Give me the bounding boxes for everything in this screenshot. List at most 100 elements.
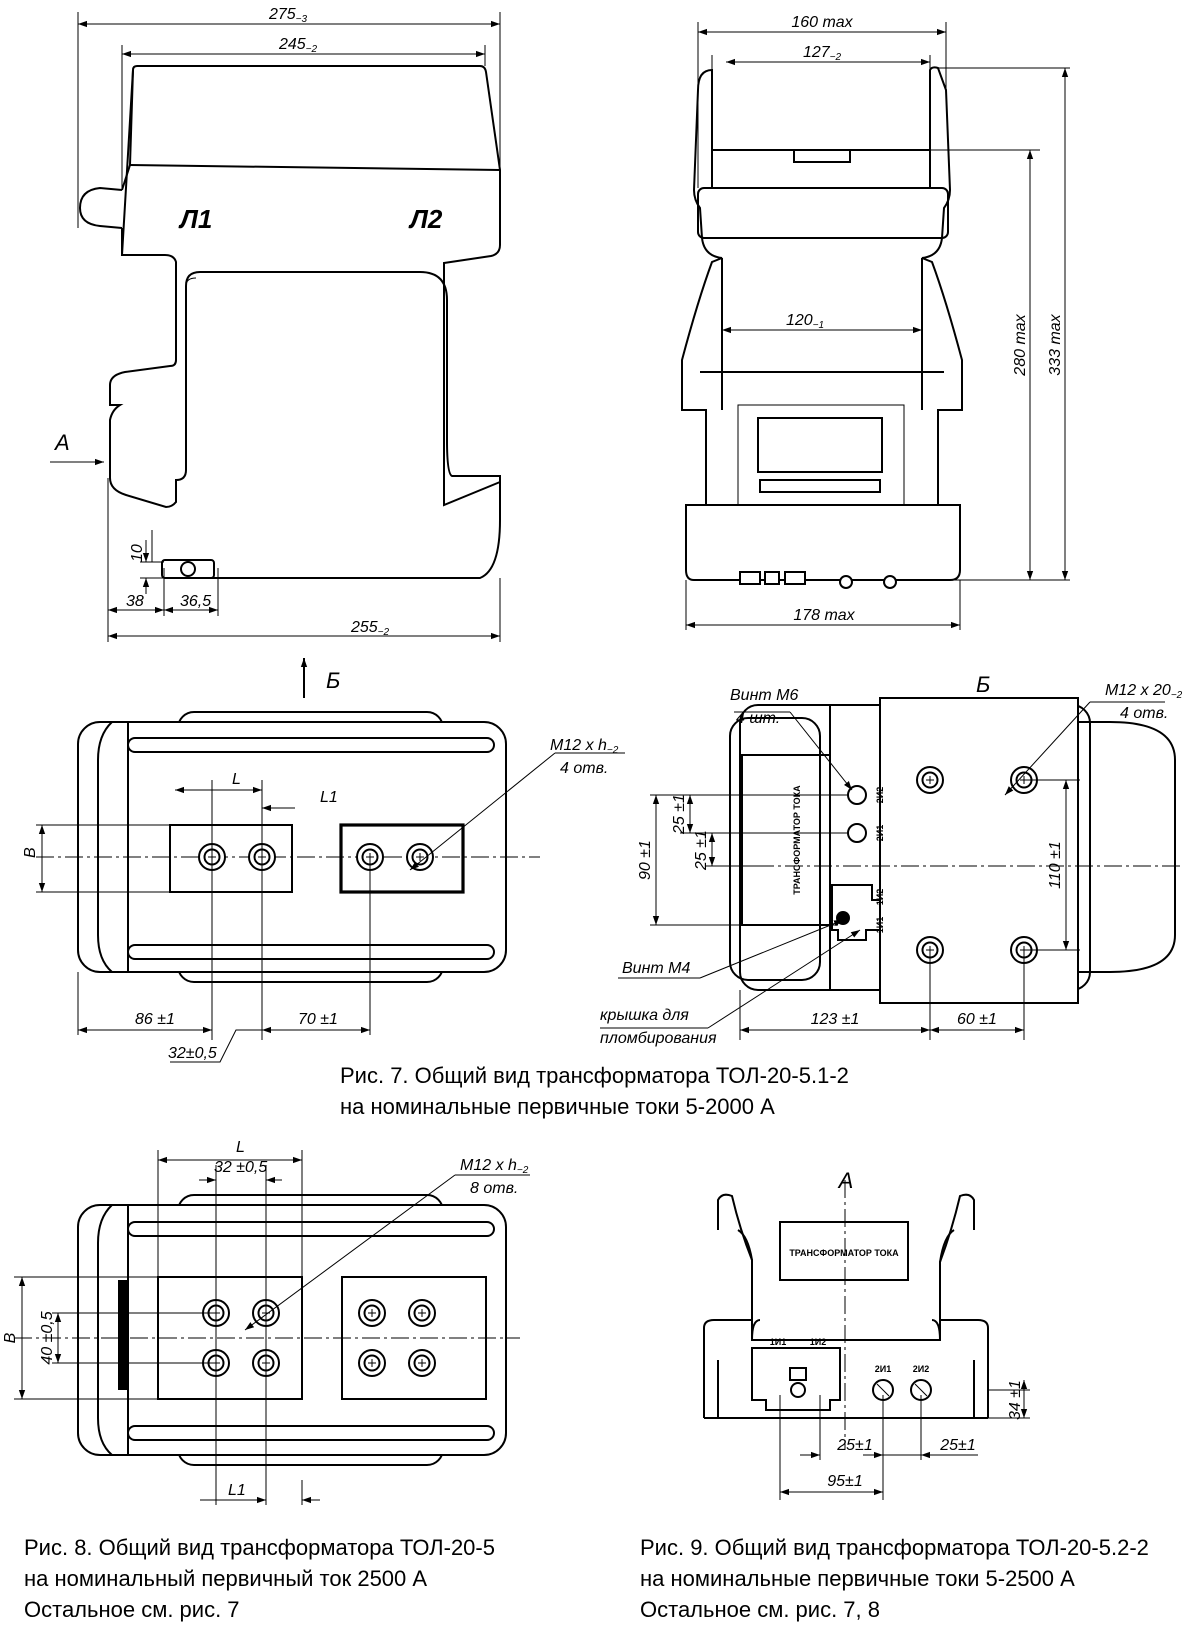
dim-25b: 25 ±1 [693, 830, 710, 871]
fig9-dim-95: 95±1 [827, 1473, 862, 1490]
dim-127: 127 [803, 44, 831, 61]
terminal-label-l1: Л1 [178, 204, 212, 234]
terminal-pad-l1 [169, 824, 293, 893]
dim-b: B [22, 847, 39, 858]
dim-123: 123 ±1 [811, 1011, 860, 1028]
bolt-hole [408, 1299, 436, 1327]
dim-127-tol: −2 [830, 52, 842, 63]
dim-60: 60 ±1 [957, 1011, 997, 1028]
fig8-dim-b: B [2, 1332, 19, 1343]
dim-245-tol: −2 [306, 44, 318, 55]
fig8-caption-line3: Остальное см. рис. 7 [24, 1597, 240, 1622]
fig9-view-label: А [837, 1168, 854, 1193]
fig8-thread-tol: −2 [517, 1165, 529, 1176]
term-2i1: 2И1 [875, 825, 885, 841]
terminal-pad-l2 [339, 823, 465, 894]
svg-text:245−2: 245−2 [278, 36, 318, 55]
fig8-dim-40: 40 ±0,5 [39, 1311, 56, 1364]
dim-70: 70 ±1 [298, 1011, 338, 1028]
svg-text:275−3: 275−3 [268, 6, 308, 25]
base-outline [77, 1204, 507, 1456]
dim-333: 333 max [1047, 313, 1064, 375]
thread-label: M12 x h [550, 737, 607, 754]
dim-275-tol: −3 [296, 14, 308, 25]
fig9-caption-line1: Рис. 9. Общий вид трансформатора ТОЛ-20-… [640, 1535, 1149, 1560]
dim-90: 90 ±1 [637, 840, 654, 880]
svg-text:M12 x h−2: M12 x h−2 [460, 1157, 529, 1176]
terminal-pad-1 [157, 1276, 303, 1400]
view-b-arrow-label: Б [326, 668, 340, 693]
screw-m6-label: Винт М6 [730, 687, 798, 704]
fig7-view-b: 2И2 2И1 1И2 1И1 ТРАНСФОРМАТОР ТОКА Б Вин… [600, 672, 1183, 1047]
dim-36-5: 36,5 [180, 593, 211, 610]
fig9-term-1i1: 1И1 [770, 1337, 786, 1347]
dim-255: 255 [350, 619, 378, 636]
dim-275: 275 [268, 6, 296, 23]
dim-280: 280 max [1012, 313, 1029, 376]
bolt-hole [916, 766, 944, 794]
fig8-dim-l: L [236, 1139, 245, 1156]
dim-l: L [232, 771, 241, 788]
fig8-caption: Рис. 8. Общий вид трансформатора ТОЛ-20-… [24, 1532, 495, 1625]
fig9-term-2i2: 2И2 [913, 1364, 929, 1374]
bottom-terminal-box [161, 559, 215, 579]
screw-m4-label: Винт М4 [622, 960, 690, 977]
dim-86: 86 ±1 [135, 1011, 175, 1028]
terminal-block [879, 697, 1079, 1004]
svg-text:M12 x 20−2: M12 x 20−2 [1105, 682, 1183, 701]
fig7-caption-line2: на номинальные первичные токи 5-2000 А [340, 1094, 775, 1119]
view-a-label: А [53, 430, 70, 455]
fig7-front-view: 160 max 127−2 120−1 280 max 333 max 178 … [681, 14, 1070, 630]
fig7-side-view: 275−3 245−2 Л1 Л2 А 10 38 36,5 255−2 Б [50, 6, 501, 698]
front-nameplate [757, 417, 883, 473]
fig9-nameplate [779, 1221, 909, 1281]
dim-10: 10 [129, 544, 146, 562]
side-view-outline [109, 65, 501, 509]
screw-m6-count: 4 шт. [736, 710, 780, 727]
term-1i2: 1И2 [875, 889, 885, 905]
fig9-caption-line2: на номинальные первичные токи 5-2500 А [640, 1566, 1075, 1591]
term-1i1: 1И1 [875, 917, 885, 933]
mounting-tab [78, 186, 123, 229]
svg-text:120−1: 120−1 [786, 312, 824, 331]
thread-tol: −2 [607, 745, 619, 756]
cover-label-1: крышка для [600, 1007, 689, 1024]
fig7-caption-line1: Рис. 7. Общий вид трансформатора ТОЛ-20-… [340, 1063, 849, 1088]
dim-160: 160 max [791, 14, 853, 31]
fig8-caption-line1: Рис. 8. Общий вид трансформатора ТОЛ-20-… [24, 1535, 495, 1560]
fig9-view-a: А 1И1 1И2 2И1 2И2 ТРАНСФОРМАТОР ТОКА 34 … [703, 1168, 1030, 1500]
nameplate-side [741, 754, 833, 926]
terminal-label-l2: Л2 [408, 204, 443, 234]
screw-m6 [847, 823, 867, 843]
fig9-caption-line3: Остальное см. рис. 7, 8 [640, 1597, 881, 1622]
fig9-caption: Рис. 9. Общий вид трансформатора ТОЛ-20-… [640, 1532, 1149, 1625]
fig9-dim-25a: 25±1 [836, 1437, 872, 1454]
svg-text:M12 x h−2: M12 x h−2 [550, 737, 619, 756]
svg-text:127−2: 127−2 [803, 44, 842, 63]
dim-178: 178 max [793, 607, 855, 624]
dim-110: 110 ±1 [1047, 841, 1064, 889]
fig7-bottom-view: B L L1 86 ±1 70 ±1 32±0,5 M12 x h−2 4 от… [22, 711, 625, 1063]
svg-text:255−2: 255−2 [350, 619, 390, 638]
fig8-thread-count: 8 отв. [470, 1180, 518, 1197]
thread-label-b: M12 x 20 [1105, 682, 1171, 699]
dim-120-tol: −1 [813, 320, 824, 331]
fig8-thread-label: M12 x h [460, 1157, 517, 1174]
bolt-hole [358, 1349, 386, 1377]
bolt-hole [358, 1299, 386, 1327]
fig9-dim-25b: 25±1 [939, 1437, 975, 1454]
thread-tol-b: −2 [1171, 690, 1183, 701]
cover-label-2: пломбирования [600, 1030, 717, 1047]
term-2i2: 2И2 [875, 787, 885, 803]
fig8-bottom-view: L 32 ±0,5 M12 x h−2 8 отв. B 40 ±0,5 L1 [2, 1139, 530, 1505]
fig9-outline [717, 1193, 975, 1341]
bolt-hole [408, 1349, 436, 1377]
bolt-hole [406, 843, 434, 871]
dim-255-tol: −2 [378, 627, 390, 638]
dim-245: 245 [278, 36, 306, 53]
plate-text: ТРАНСФОРМАТОР ТОКА [792, 785, 802, 895]
fig9-plate-text: ТРАНСФОРМАТОР ТОКА [789, 1248, 899, 1258]
fig9-term-1i2: 1И2 [810, 1337, 826, 1347]
thread-count: 4 отв. [560, 760, 608, 777]
